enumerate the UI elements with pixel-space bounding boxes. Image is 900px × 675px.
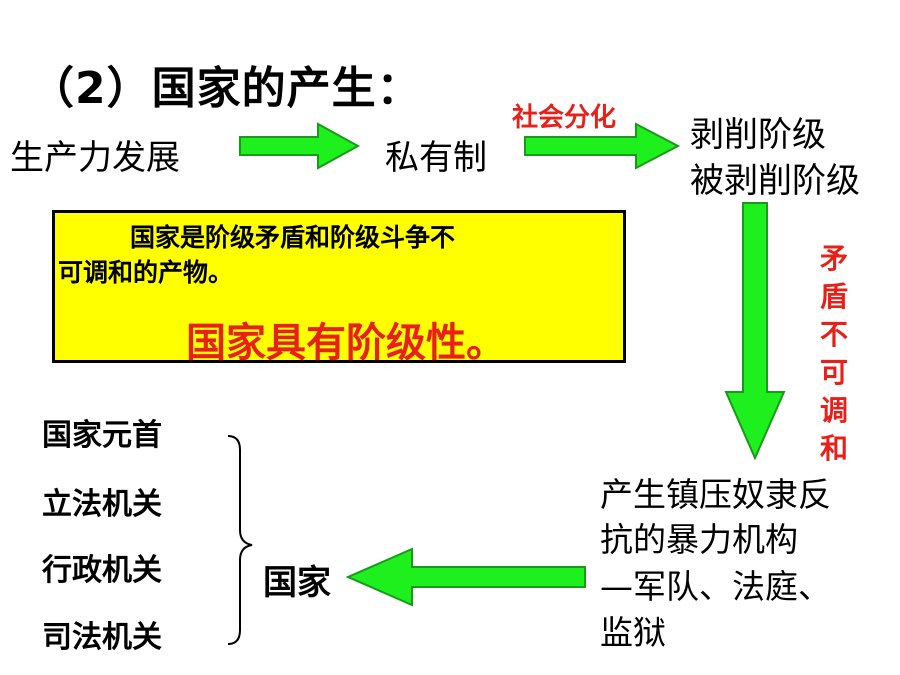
organ-judiciary: 司法机关: [42, 620, 162, 655]
definition-line-2: 可调和的产物。: [58, 258, 234, 287]
arrow-down: [724, 202, 786, 461]
repression-line-4: 监狱: [600, 613, 666, 652]
productivity-label: 生产力发展: [10, 138, 180, 178]
class-nature-highlight: 国家具有阶级性。: [186, 320, 506, 366]
irreconcilable-label: 矛 盾 不 可 调 和: [812, 240, 856, 468]
state-label: 国家: [263, 563, 331, 603]
irreconcilable-char: 可: [819, 356, 848, 389]
irreconcilable-char: 矛: [819, 242, 848, 275]
brace: [227, 435, 253, 645]
irreconcilable-char: 和: [819, 432, 848, 465]
irreconcilable-char: 盾: [819, 280, 848, 313]
exploiting-class-label: 剥削阶级: [690, 115, 826, 155]
arrow-left: [345, 547, 586, 607]
arrow-right-1: [239, 122, 361, 170]
exploited-class-label: 被剥削阶级: [690, 161, 860, 201]
private-ownership-label: 私有制: [385, 138, 487, 178]
organ-head-of-state: 国家元首: [42, 418, 162, 453]
arrow-right-2: [524, 122, 681, 170]
repression-line-2: 抗的暴力机构: [600, 520, 798, 559]
irreconcilable-char: 调: [819, 394, 848, 427]
irreconcilable-char: 不: [819, 318, 848, 351]
repression-line-3: —军队、法庭、: [600, 567, 831, 606]
page-title: （2）国家的产生：: [30, 63, 422, 114]
repression-line-1: 产生镇压奴隶反: [600, 475, 831, 514]
organ-legislature: 立法机关: [42, 487, 162, 522]
definition-line-1: 国家是阶级矛盾和阶级斗争不: [130, 223, 456, 252]
social-division-label: 社会分化: [512, 103, 617, 133]
definition-box: [52, 210, 626, 363]
organ-executive: 行政机关: [42, 553, 162, 588]
